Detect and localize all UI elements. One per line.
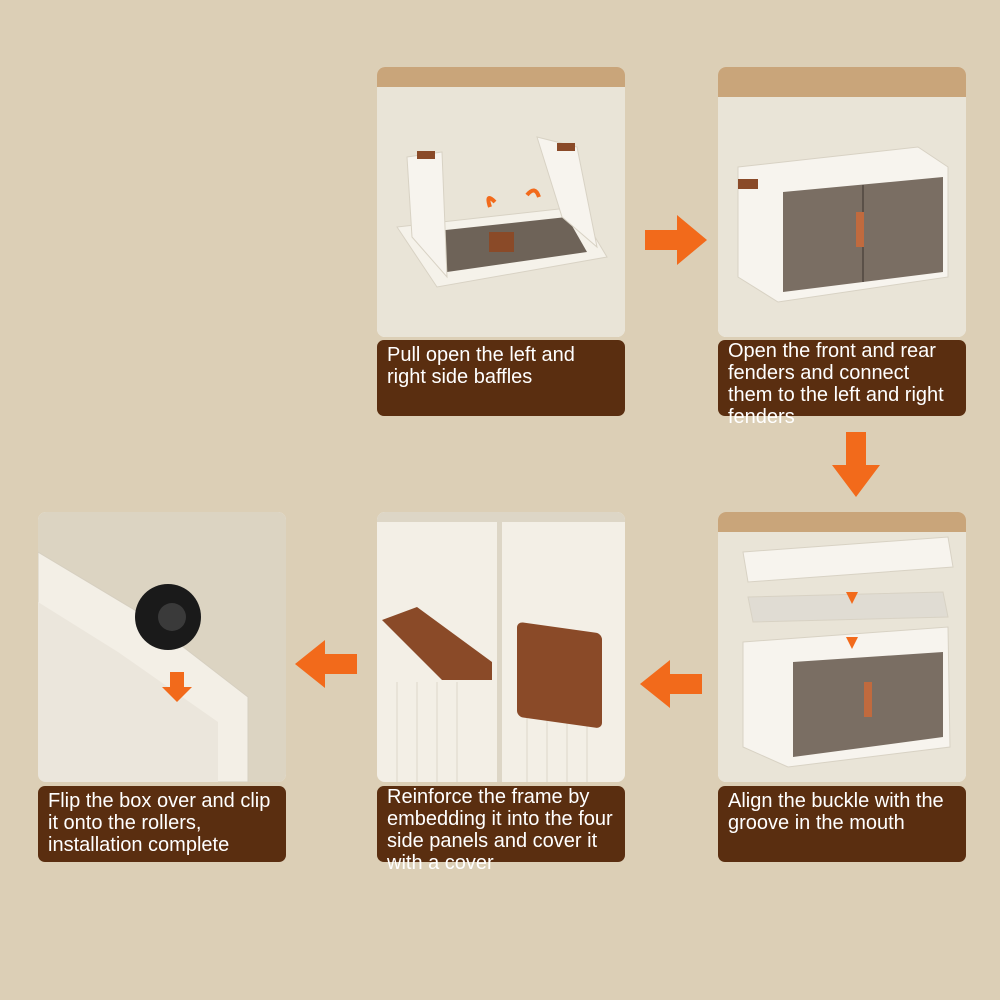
step-5-image bbox=[38, 512, 286, 782]
step-2-image bbox=[718, 67, 966, 337]
step-1-image bbox=[377, 67, 625, 337]
step-4-image bbox=[377, 512, 625, 782]
step-4-caption: Reinforce the frame by embedding it into… bbox=[377, 786, 625, 874]
arrow-down-icon bbox=[832, 432, 880, 497]
step-2-caption: Open the front and rear fenders and conn… bbox=[718, 340, 966, 428]
step-1-caption: Pull open the left and right side baffle… bbox=[377, 340, 625, 416]
step-3-image bbox=[718, 512, 966, 782]
arrow-right-icon bbox=[645, 215, 707, 265]
step-5-caption: Flip the box over and clip it onto the r… bbox=[38, 786, 286, 862]
step-3-caption: Align the buckle with the groove in the … bbox=[718, 786, 966, 862]
arrow-left-icon bbox=[640, 660, 702, 708]
arrow-left-icon bbox=[295, 640, 357, 688]
